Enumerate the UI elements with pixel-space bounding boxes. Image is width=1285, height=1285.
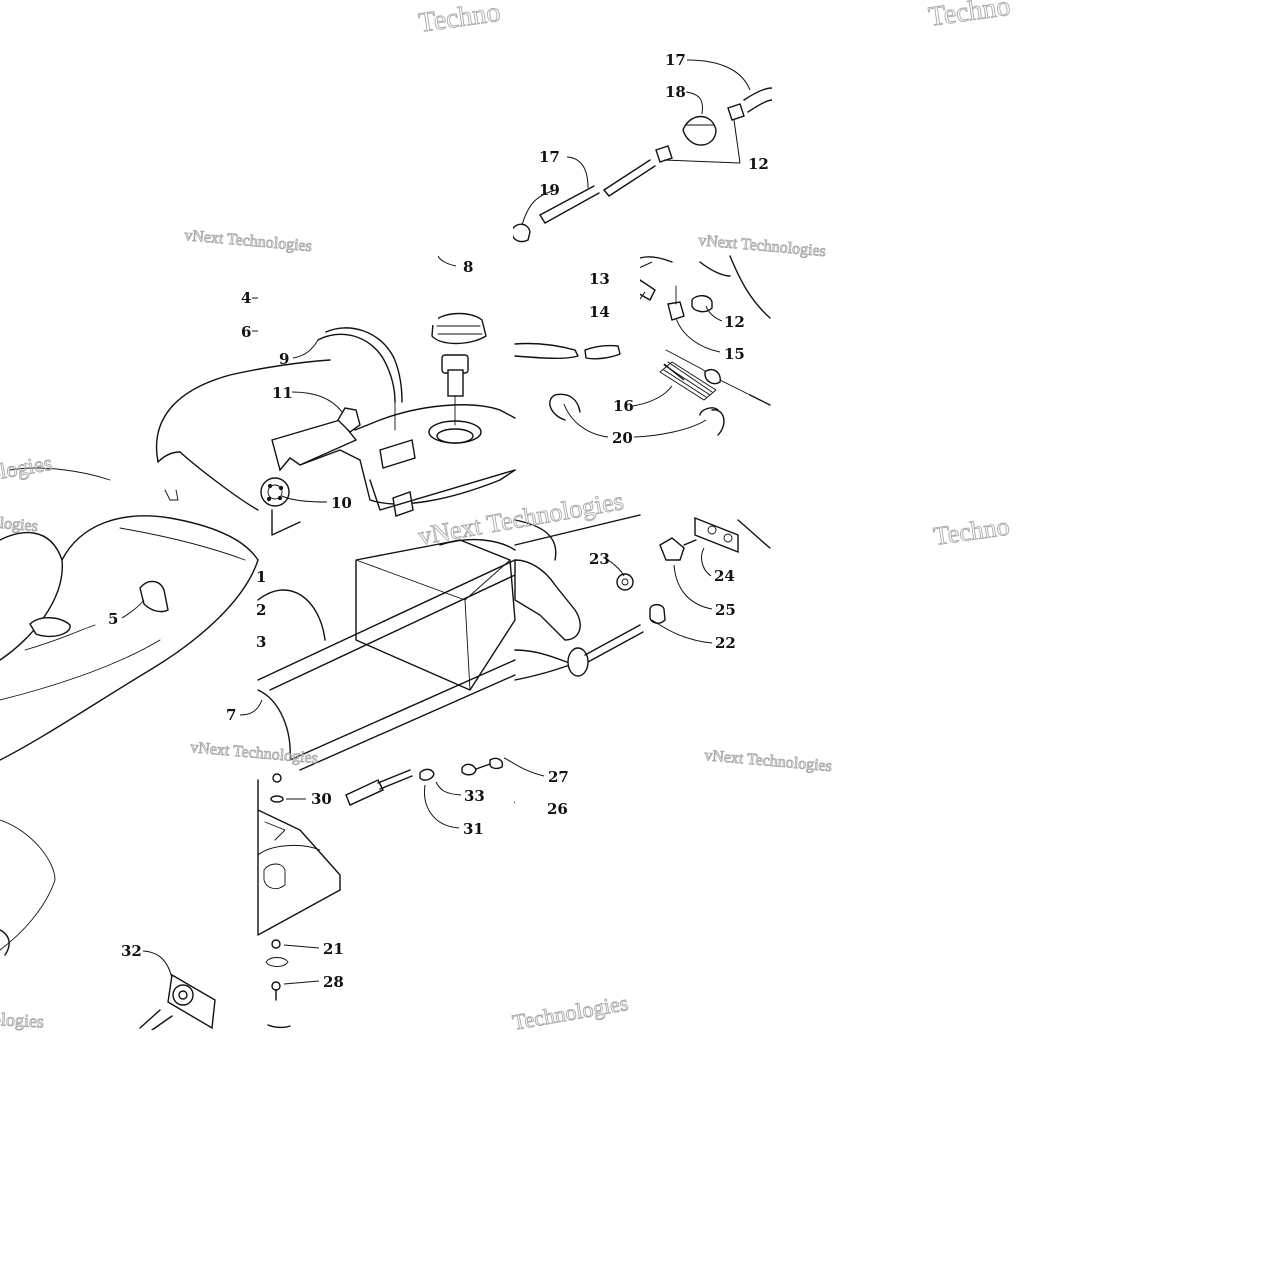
callout: 17	[539, 148, 560, 166]
callout: 28	[323, 973, 344, 991]
watermark-text: vNext Technologies	[190, 739, 319, 767]
watermark-text: vNext Technologies	[0, 507, 39, 535]
callout: 26	[547, 800, 568, 818]
callout: 8	[463, 258, 473, 276]
callout: 23	[589, 550, 610, 568]
callout: 32	[121, 942, 142, 960]
callout: 20	[612, 429, 633, 447]
callout: 16	[613, 397, 634, 415]
callout: 22	[715, 634, 736, 652]
seat-tile	[0, 467, 259, 1031]
callout: 25	[715, 601, 736, 619]
callout: 7	[226, 706, 236, 724]
hardware-tile	[257, 757, 504, 1029]
callout: 27	[548, 768, 569, 786]
callout: 15	[724, 345, 745, 363]
callout: 6	[241, 323, 251, 341]
callout: 31	[463, 820, 484, 838]
callout: 12	[724, 313, 745, 331]
callout: 4	[241, 289, 251, 307]
callout: 24	[714, 567, 735, 585]
watermark-text: vNext Technologies	[0, 450, 54, 505]
callout: 10	[331, 494, 352, 512]
fender-tile	[155, 312, 516, 771]
callouts: 17 18 17 12 19 8 13 4 14 12 6 9 15 11 16…	[108, 51, 769, 991]
callout: 12	[748, 155, 769, 173]
tank-tile	[511, 87, 773, 681]
callout: 5	[108, 610, 118, 628]
callout: 11	[272, 384, 293, 402]
callout: 14	[589, 303, 610, 321]
callout: 30	[311, 790, 332, 808]
callout: 19	[539, 181, 560, 199]
callout: 1	[256, 568, 266, 586]
callout: 17	[665, 51, 686, 69]
watermark-text: vNext Technologies	[0, 1004, 45, 1032]
callout: 9	[279, 350, 289, 368]
callout: 21	[323, 940, 344, 958]
callout: 2	[256, 601, 266, 619]
watermark-text: Techno	[927, 0, 1013, 33]
callout: 13	[589, 270, 610, 288]
watermark-text: vNext Technologies	[416, 486, 626, 551]
callout: 33	[464, 787, 485, 805]
callout: 3	[256, 633, 266, 651]
callout: 18	[665, 83, 686, 101]
